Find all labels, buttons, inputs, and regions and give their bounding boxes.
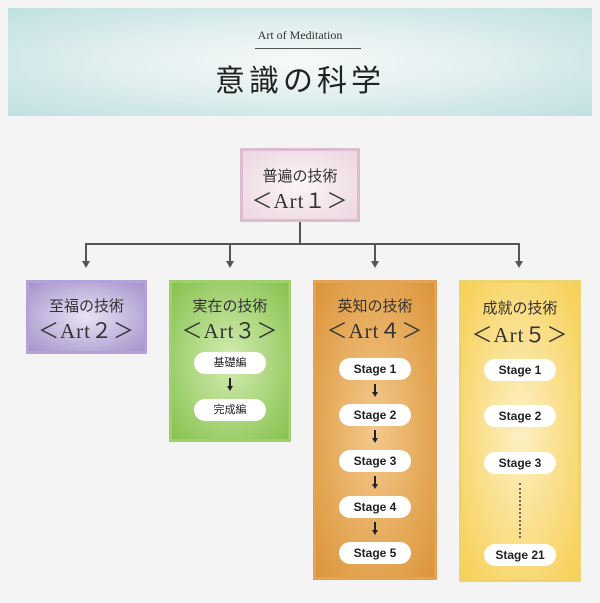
art4-stage-2: Stage 2 (339, 404, 411, 426)
art3-box: 実在の技術 ＜Art３＞ 基礎編 完成編 (169, 280, 291, 442)
art4-stage-3: Stage 3 (339, 450, 411, 472)
arrow-art5 (515, 261, 523, 268)
art4-arrow-1 (374, 384, 376, 392)
art4-arrowhead-3 (372, 484, 378, 489)
art5-stage-ellipsis (519, 483, 521, 538)
art2-name: 至福の技術 (48, 297, 124, 315)
art1-box: 普遍の技術 ＜Art１＞ (240, 148, 360, 222)
art4-label: ＜Art４＞ (326, 319, 424, 343)
connector-trunk (299, 222, 301, 244)
art5-label: ＜Art５＞ (471, 323, 569, 347)
art4-stage-4: Stage 4 (339, 496, 411, 518)
art4-arrow-2 (374, 430, 376, 438)
art3-label: ＜Art３＞ (181, 319, 279, 343)
art3-name: 実在の技術 (192, 297, 268, 315)
art4-arrowhead-4 (372, 530, 378, 535)
art2-box: 至福の技術 ＜Art２＞ (26, 280, 147, 354)
art1-label: ＜Art１＞ (251, 189, 349, 213)
art1-name: 普遍の技術 (262, 167, 338, 185)
header-subtitle: Art of Meditation (257, 28, 343, 42)
art3-stage-complete: 完成編 (194, 399, 266, 421)
art5-box: 成就の技術 ＜Art５＞ Stage 1 Stage 2 Stage 3 Sta… (459, 280, 581, 582)
art5-stage-1: Stage 1 (484, 359, 556, 381)
art4-arrow-4 (374, 522, 376, 530)
connector-drop-art4 (374, 243, 376, 261)
connector-drop-art3 (229, 243, 231, 261)
art3-stage-basic: 基礎編 (194, 352, 266, 374)
art4-name: 英知の技術 (337, 297, 413, 315)
art4-stage-5: Stage 5 (339, 542, 411, 564)
art5-stage-2: Stage 2 (484, 405, 556, 427)
connector-bar (85, 243, 520, 245)
art5-stage-21: Stage 21 (484, 544, 556, 566)
art3-stage-arrowhead (227, 386, 233, 391)
art4-arrow-3 (374, 476, 376, 484)
header-title: 意識の科学 (215, 64, 385, 99)
subtitle-underline (255, 48, 361, 49)
art5-stage-3: Stage 3 (484, 452, 556, 474)
art4-arrowhead-1 (372, 392, 378, 397)
art4-box: 英知の技術 ＜Art４＞ Stage 1 Stage 2 Stage 3 Sta… (313, 280, 437, 580)
art5-name: 成就の技術 (482, 299, 558, 317)
connector-drop-art5 (518, 243, 520, 261)
arrow-art2 (82, 261, 90, 268)
arrow-art4 (371, 261, 379, 268)
art2-label: ＜Art２＞ (38, 319, 135, 343)
header-banner: Art of Meditation 意識の科学 (8, 8, 592, 116)
connector-drop-art2 (85, 243, 87, 261)
art4-stage-1: Stage 1 (339, 358, 411, 380)
art3-stage-arrow (229, 378, 231, 386)
art4-arrowhead-2 (372, 438, 378, 443)
arrow-art3 (226, 261, 234, 268)
